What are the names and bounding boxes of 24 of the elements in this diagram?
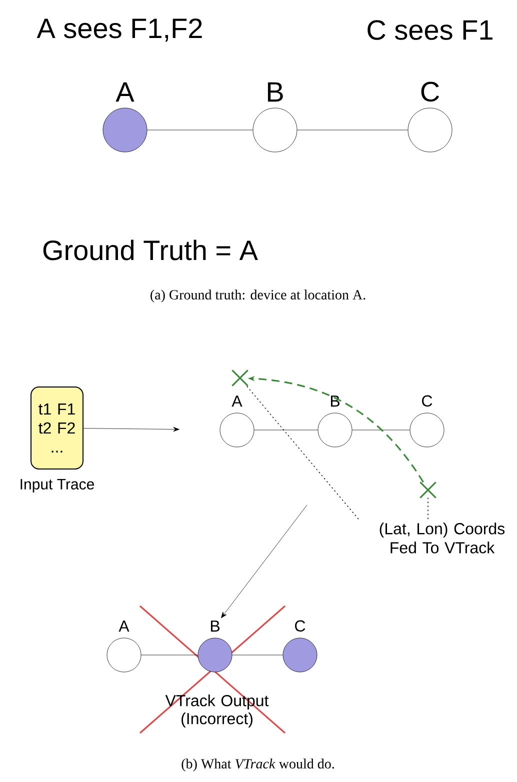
node-label: A (232, 396, 242, 407)
node-label: A (118, 620, 130, 632)
leader-line (246, 385, 359, 520)
caption: (b) What VTrack would do. (182, 758, 334, 772)
connector-line (141, 654, 198, 656)
connector-line (232, 654, 283, 656)
node-label: B (330, 396, 340, 407)
result-label: Ground Truth = A (43, 240, 258, 260)
sees-label: C sees F1 (368, 20, 492, 40)
node-label: Input Trace (20, 479, 94, 492)
sees-label: A sees F1,F2 (36, 18, 202, 42)
caption: (a) Ground truth: device at location A. (150, 290, 366, 302)
arrow (83, 426, 180, 432)
x-mark (231, 369, 249, 387)
arrow (221, 504, 308, 618)
x-mark (419, 481, 437, 499)
node-label: C (295, 620, 306, 632)
node-label: C (422, 395, 432, 407)
note-text: (Lat, Lon) Coords Fed To VTrack (380, 522, 505, 554)
node-label: C (421, 82, 440, 102)
node-label: A (116, 82, 134, 102)
node-label: B (268, 82, 283, 102)
node-label: B (210, 620, 220, 632)
trace-box: t1 F1 t2 F2 ... Input Trace (20, 386, 94, 492)
